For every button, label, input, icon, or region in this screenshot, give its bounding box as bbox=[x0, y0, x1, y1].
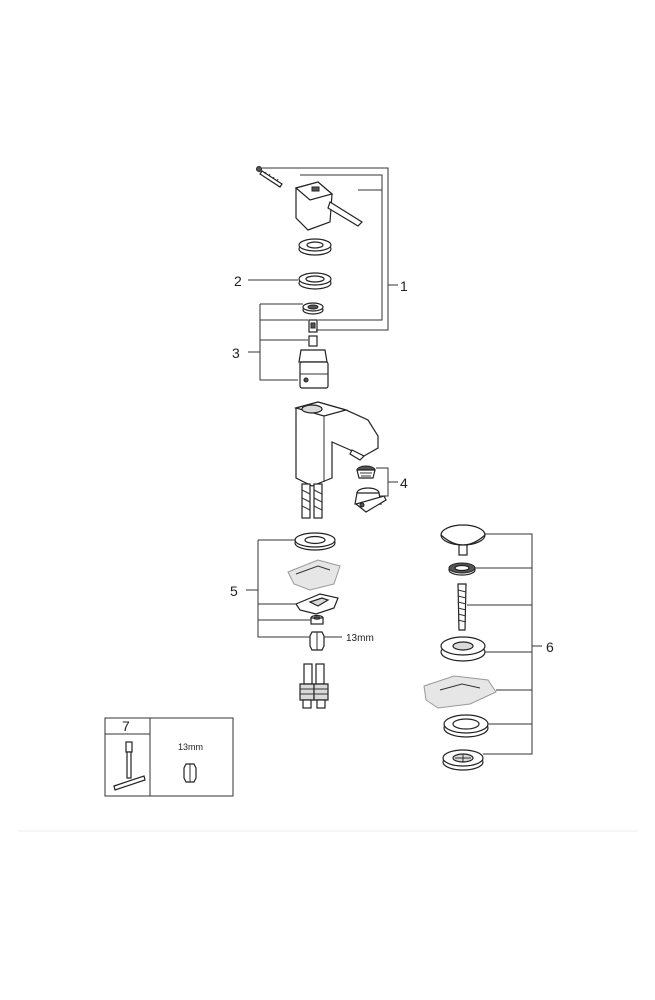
cartridge-nut-part bbox=[302, 302, 324, 315]
mounting-washer-part bbox=[294, 532, 336, 551]
callout-4: 4 bbox=[400, 475, 408, 491]
tool-nut-size-label: 13mm bbox=[178, 742, 203, 752]
trim-ring-part bbox=[298, 272, 332, 290]
pop-up-cap-part bbox=[440, 524, 486, 556]
installation-tool-part bbox=[113, 741, 146, 791]
callout-2: 2 bbox=[234, 273, 242, 289]
horseshoe-washer-part bbox=[295, 593, 339, 615]
drain-lower-ring-part bbox=[443, 714, 489, 738]
mounting-nut-13mm-part bbox=[309, 631, 325, 651]
drain-rod-part bbox=[457, 583, 467, 631]
cartridge-part bbox=[298, 335, 329, 389]
aerator-insert-part bbox=[356, 465, 376, 479]
tool-box: 7 13mm bbox=[104, 717, 234, 797]
drain-seal-ring-part bbox=[448, 562, 476, 576]
drain-flange-part bbox=[440, 636, 486, 662]
cap-ring-part bbox=[298, 238, 332, 256]
aerator-housing-part bbox=[354, 487, 387, 513]
spindle-adapter-part bbox=[308, 319, 318, 333]
threaded-ring-part bbox=[310, 614, 324, 625]
callout-5: 5 bbox=[230, 583, 238, 599]
callout-3: 3 bbox=[232, 345, 240, 361]
drain-body-part bbox=[442, 749, 484, 771]
leader-lines bbox=[246, 167, 542, 755]
tool-nut-part bbox=[183, 763, 197, 783]
supply-hoses-lower-part bbox=[299, 663, 329, 709]
mounting-bracket-ghost-part bbox=[287, 559, 341, 591]
drain-gasket-ghost-part bbox=[423, 675, 497, 709]
screw-part bbox=[256, 166, 283, 188]
handle-lever-part bbox=[294, 181, 363, 231]
nut-size-label: 13mm bbox=[346, 633, 374, 644]
callout-1: 1 bbox=[400, 278, 408, 294]
supply-hoses-upper-part bbox=[301, 483, 323, 519]
callout-6: 6 bbox=[546, 639, 554, 655]
callout-7: 7 bbox=[122, 718, 130, 734]
